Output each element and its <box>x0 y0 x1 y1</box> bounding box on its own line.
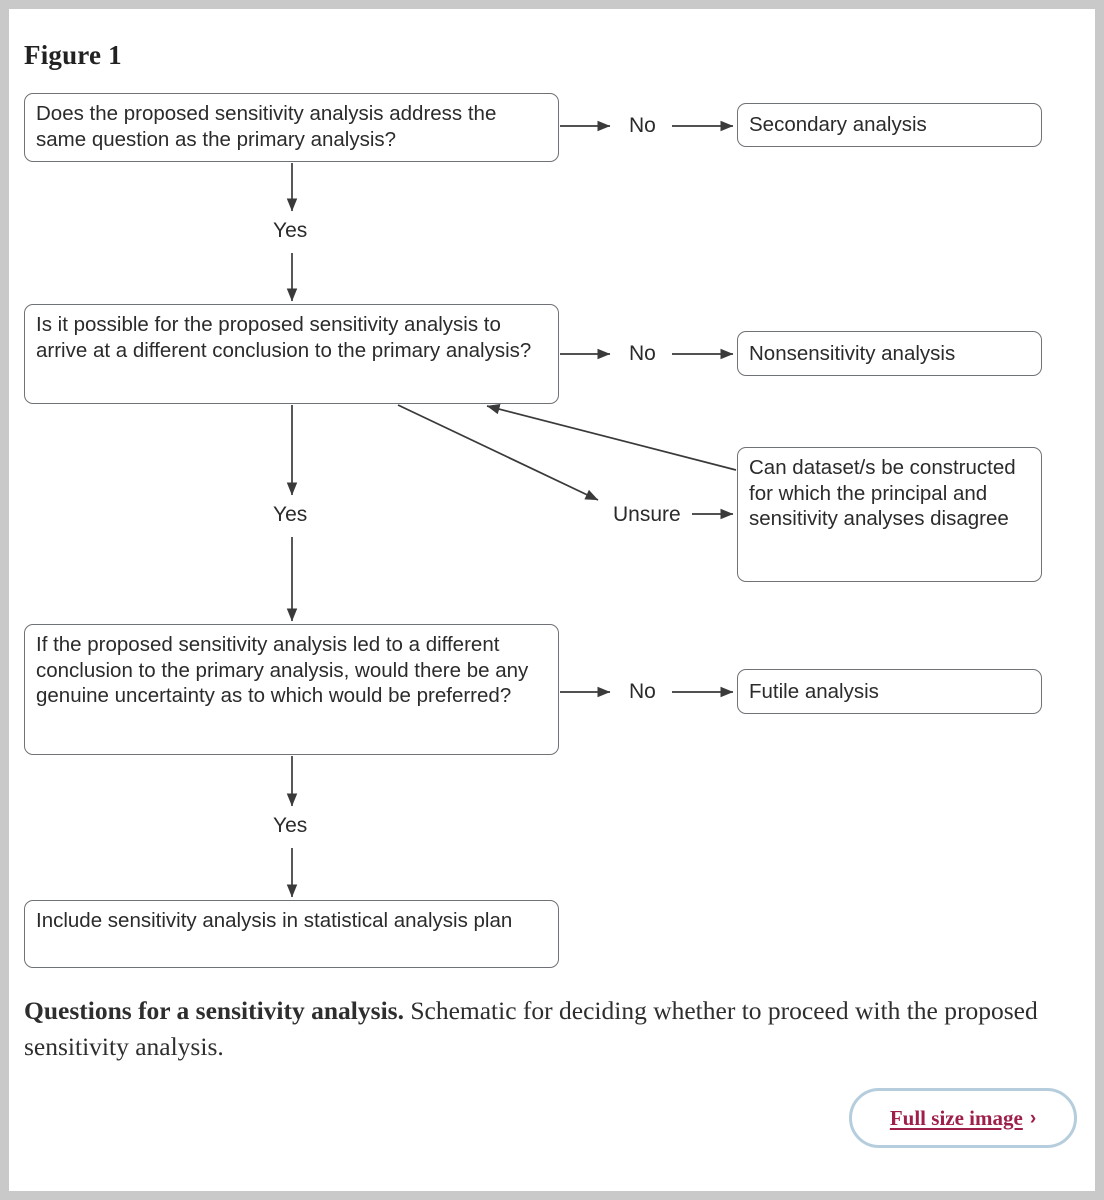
edge-label-yes-3: Yes <box>273 814 308 838</box>
figure-caption-body: Schematic for deciding whether to procee… <box>24 996 1038 1061</box>
outcome-node-secondary-analysis: Secondary analysis <box>737 103 1042 147</box>
edge-label-no-2: No <box>629 342 656 366</box>
page-title: Figure 1 <box>24 40 122 70</box>
full-size-image-label: Full size image <box>889 1105 1023 1130</box>
outcome-node-nonsensitivity-analysis: Nonsensitivity analysis <box>737 331 1042 376</box>
decision-node-q2: Is it possible for the proposed sensitiv… <box>24 304 559 404</box>
edge-label-yes-1: Yes <box>273 219 308 243</box>
outcome-node-include: Include sensitivity analysis in statisti… <box>24 900 559 968</box>
decision-node-q1: Does the proposed sensitivity analysis a… <box>24 93 559 162</box>
edge-label-unsure: Unsure <box>613 503 681 527</box>
page-surface <box>9 9 1095 1191</box>
edge-label-yes-2: Yes <box>273 503 308 527</box>
decision-node-dataset: Can dataset/s be constructed for which t… <box>737 447 1042 582</box>
decision-node-q3: If the proposed sensitivity analysis led… <box>24 624 559 755</box>
outcome-node-futile-analysis: Futile analysis <box>737 669 1042 714</box>
figure-caption-lead: Questions for a sensitivity analysis. <box>24 996 404 1025</box>
edge-label-no-3: No <box>629 680 656 704</box>
chevron-right-icon: › <box>1029 1107 1037 1129</box>
edge-label-no-1: No <box>629 114 656 138</box>
figure-caption: Questions for a sensitivity analysis. Sc… <box>24 993 1054 1065</box>
full-size-image-button[interactable]: Full size image › <box>849 1088 1077 1148</box>
